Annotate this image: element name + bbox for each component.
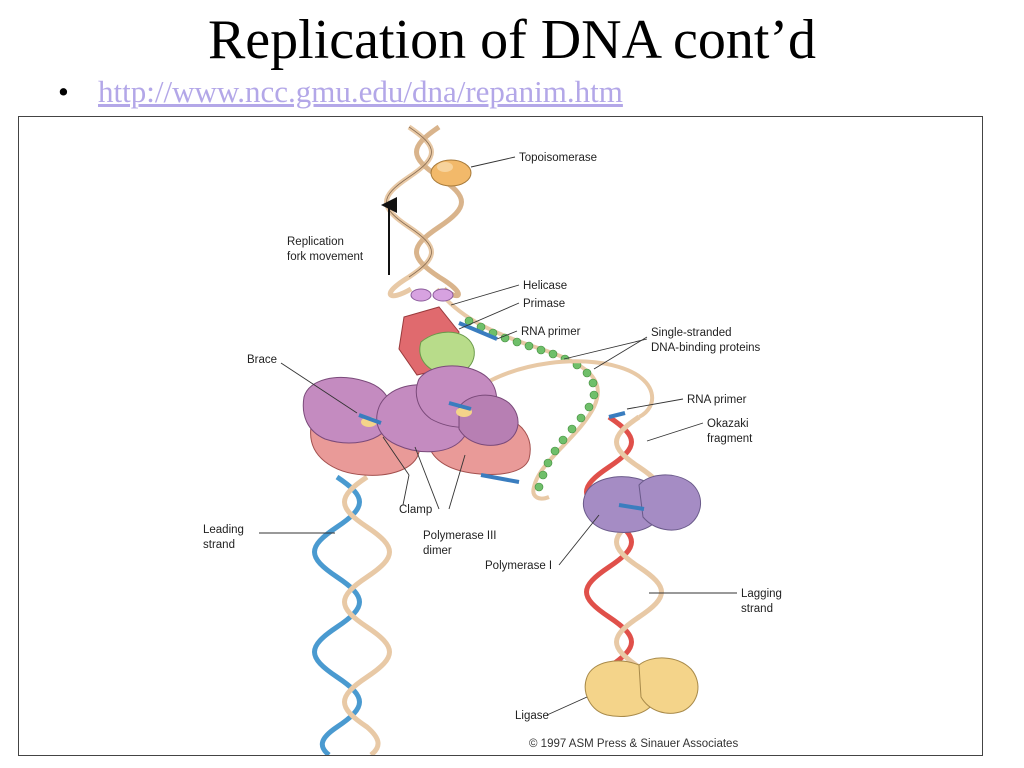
label-topoisomerase: Topoisomerase [519,152,597,164]
dna-replication-diagram: Topoisomerase Replication fork movement … [18,116,983,756]
bullet-dot: • [58,74,69,109]
label-leader-lines [259,156,737,716]
okazaki-segment-lower [480,473,520,484]
label-ssb-line1: Single-stranded [651,327,732,339]
lagging-strand-helix [584,414,664,700]
label-rna-primer-right: RNA primer [687,394,747,406]
diagram-canvas: Topoisomerase Replication fork movement … [203,124,782,755]
polymerase-i-enzyme [583,474,701,533]
label-rna-primer-top: RNA primer [521,326,581,338]
label-lagging-line2: strand [741,603,773,615]
single-stranded-dna-loop [435,287,600,501]
label-okazaki-line2: fragment [707,433,753,445]
ligase-enzyme [584,657,699,717]
label-polymerase-iii-line1: Polymerase III [423,530,497,542]
bullet-item: • http://www.ncc.gmu.edu/dna/repanim.htm [58,72,623,112]
slide-title: Replication of DNA cont’d [207,9,817,71]
label-okazaki-line1: Okazaki [707,418,749,430]
label-helicase: Helicase [523,280,567,292]
label-polymerase-i: Polymerase I [485,560,552,572]
parental-dna-helix [384,124,464,299]
polymerase-iii-dimer [302,365,531,476]
leading-strand-helix [312,474,392,755]
label-ssb-line2: DNA-binding proteins [651,342,761,354]
label-clamp: Clamp [399,504,432,516]
diagram-labels: Topoisomerase Replication fork movement … [203,152,782,722]
rna-primer-top [458,321,498,341]
label-brace: Brace [247,354,277,366]
label-fork-movement-line1: Replication [287,236,344,248]
label-leading-line1: Leading [203,524,244,536]
reference-link[interactable]: http://www.ncc.gmu.edu/dna/repanim.htm [98,74,623,109]
label-polymerase-iii-line2: dimer [423,545,452,557]
label-primase: Primase [523,298,565,310]
lagging-template-strand [477,359,655,419]
label-ligase: Ligase [515,710,549,722]
label-leading-line2: strand [203,539,235,551]
rna-primer-right [608,411,626,419]
label-fork-movement-line2: fork movement [287,251,364,263]
copyright-notice: © 1997 ASM Press & Sinauer Associates [529,738,738,750]
topoisomerase-enzyme [430,159,472,187]
label-lagging-line1: Lagging [741,588,782,600]
